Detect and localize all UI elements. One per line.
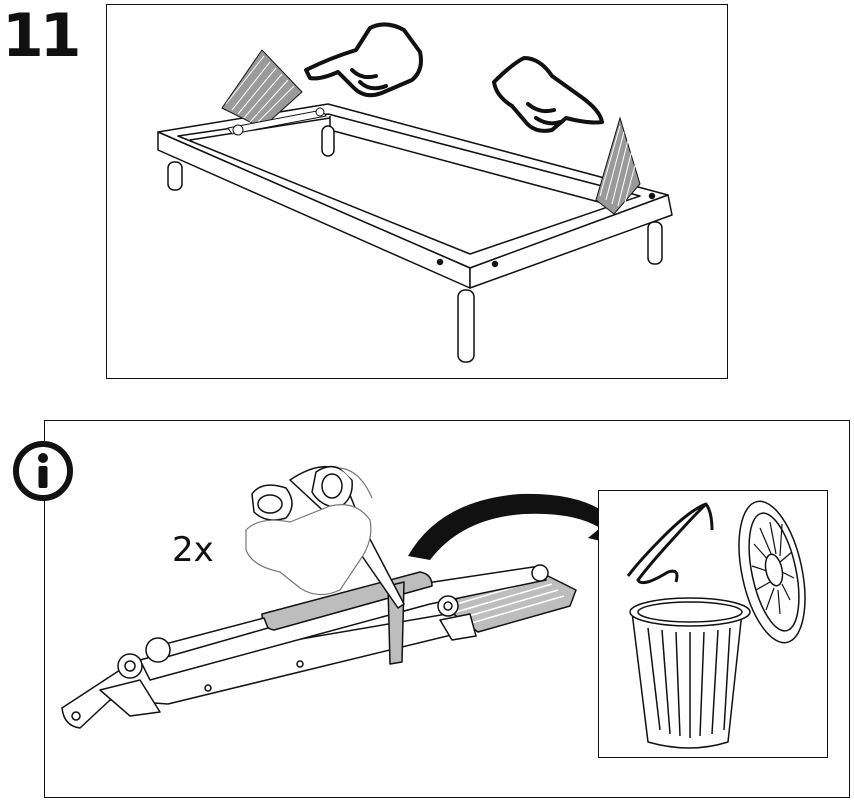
bed-leg xyxy=(457,289,475,363)
pointing-hand-icon xyxy=(304,22,423,98)
bed-leg xyxy=(167,161,183,191)
scissors-icon xyxy=(251,465,405,609)
step-number: 11 xyxy=(2,1,81,71)
curved-arrow-icon xyxy=(408,493,630,560)
pointing-hand-icon xyxy=(492,56,604,133)
lift-mechanism-right xyxy=(595,116,641,215)
quantity-label: 2x xyxy=(172,530,214,570)
hand xyxy=(245,467,373,596)
info-panel xyxy=(44,420,850,798)
info-icon xyxy=(13,441,73,501)
bed-frame-illustration-panel xyxy=(106,4,728,379)
bed-frame-right-side xyxy=(469,194,673,289)
bed-leg xyxy=(647,221,663,265)
bed-leg xyxy=(321,125,335,157)
discarded-strap xyxy=(626,502,714,585)
lift-mechanism-left xyxy=(221,49,327,136)
